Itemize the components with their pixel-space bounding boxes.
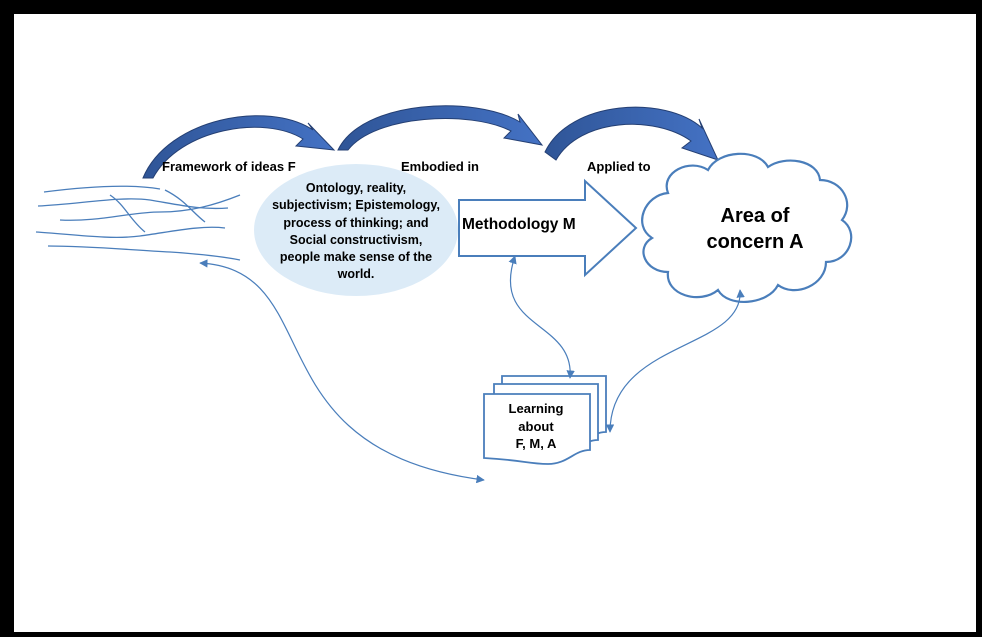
applied-label: Applied to [587, 159, 651, 174]
framework-node-text: Ontology, reality, subjectivism; Epistem… [272, 181, 440, 282]
learning-node-text: Learning about F, M, A [508, 401, 564, 451]
curved-arrow-applied [544, 106, 719, 161]
connector-methodology-learning [508, 255, 575, 379]
connector-area-learning [605, 289, 745, 433]
framework-lines [35, 185, 241, 261]
embodied-label: Embodied in [401, 159, 479, 174]
methodology-node-text: Methodology M [462, 216, 576, 233]
area-cloud [641, 152, 853, 303]
methodology-arrow [458, 178, 638, 278]
framework-label: Framework of ideas F [162, 159, 296, 174]
area-node-text: Area of concern A [706, 205, 804, 253]
connector-framework-learning [199, 259, 485, 484]
learning-documents [483, 375, 607, 465]
curved-arrow-embodied [337, 105, 544, 151]
curved-arrow-framework [142, 115, 336, 179]
